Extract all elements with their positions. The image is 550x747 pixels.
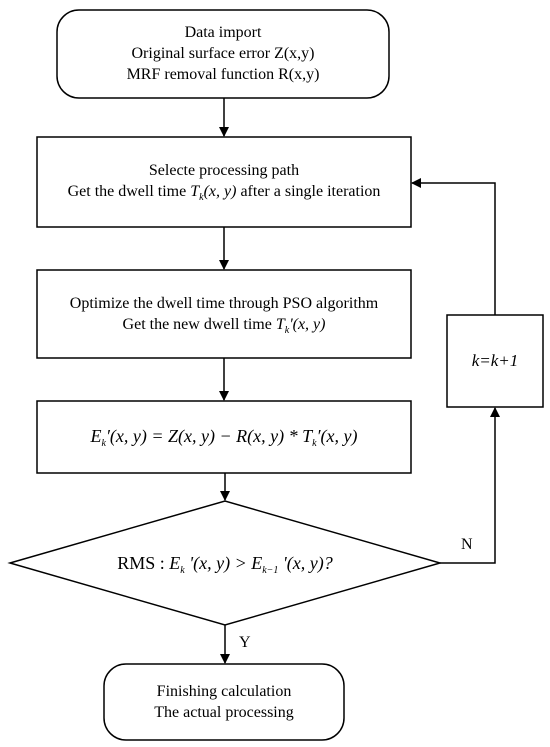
decision-E1-tail: '(x, y) > — [184, 553, 252, 573]
select-path-suffix: after a single iteration — [236, 183, 381, 200]
formula-T: T — [302, 426, 313, 446]
dwell-time-symbol: T — [190, 183, 200, 200]
optimize-prefix: Get the new dwell time — [122, 316, 276, 333]
optimize-node-shape — [36, 269, 412, 359]
edge-increment-to-select — [411, 178, 496, 315]
new-dwell-time-symbol: T — [275, 316, 285, 333]
optimize-line-1: Optimize the dwell time through PSO algo… — [69, 295, 379, 312]
optimize-node-text: Optimize the dwell time through PSO algo… — [37, 293, 411, 341]
formula-E-sub: k — [101, 438, 106, 449]
increment-text: k=k+1 — [471, 351, 519, 370]
decision-E2-sub: k−1 — [262, 565, 279, 576]
select-path-node-text: Selecte processing path Get the dwell ti… — [37, 160, 411, 208]
decision-E1: E — [169, 553, 181, 573]
select-path-node-shape — [36, 136, 412, 228]
decision-text: RMS : Ek '(x, y) > Ek−1 '(x, y)? — [10, 551, 440, 583]
end-node-shape — [103, 663, 345, 741]
formula-Z: Z — [168, 426, 179, 446]
decision-prefix: RMS : — [117, 553, 170, 573]
formula-R: R — [236, 426, 248, 446]
new-dwell-time-subscript: k — [284, 325, 290, 336]
start-line-2: Original surface error Z(x,y) — [131, 45, 315, 62]
decision-E2: E — [251, 553, 263, 573]
formula-T-sub: k — [312, 438, 317, 449]
start-line-3: MRF removal function R(x,y) — [126, 66, 320, 83]
error-formula-node-shape — [36, 400, 412, 474]
edge-decision-no — [440, 407, 500, 564]
end-node-text: Finishing calculation The actual process… — [104, 681, 344, 723]
formula-Z-tail: (x, y) − — [178, 426, 237, 446]
decision-E1-sub: k — [180, 565, 185, 576]
optimize-line-2: Get the new dwell time Tk'(x, y) — [37, 314, 411, 341]
formula-T-tail: ′(x, y) — [316, 426, 358, 446]
end-line-2: The actual processing — [154, 704, 294, 721]
start-node-shape — [56, 9, 390, 99]
dwell-time-args: (x, y) — [203, 183, 237, 200]
select-path-line-1: Selecte processing path — [148, 162, 300, 179]
formula-E-tail: ′(x, y) = — [105, 426, 169, 446]
decision-E2-tail: '(x, y)? — [278, 553, 333, 573]
formula-R-tail: (x, y) * — [247, 426, 303, 446]
new-dwell-time-args: '(x, y) — [289, 316, 326, 333]
edge-label-yes: Y — [239, 634, 251, 651]
start-line-1: Data import — [184, 24, 262, 41]
edge-label-no: N — [461, 536, 473, 553]
end-line-1: Finishing calculation — [156, 683, 292, 700]
start-node-text: Data import Original surface error Z(x,y… — [57, 22, 389, 85]
select-path-prefix: Get the dwell time — [67, 183, 191, 200]
formula-E: E — [90, 426, 102, 446]
dwell-time-subscript: k — [199, 192, 204, 203]
select-path-line-2: Get the dwell time Tk(x, y) after a sing… — [37, 181, 411, 208]
error-formula-text: Ek′(x, y) = Z(x, y) − R(x, y) * Tk′(x, y… — [37, 424, 411, 456]
